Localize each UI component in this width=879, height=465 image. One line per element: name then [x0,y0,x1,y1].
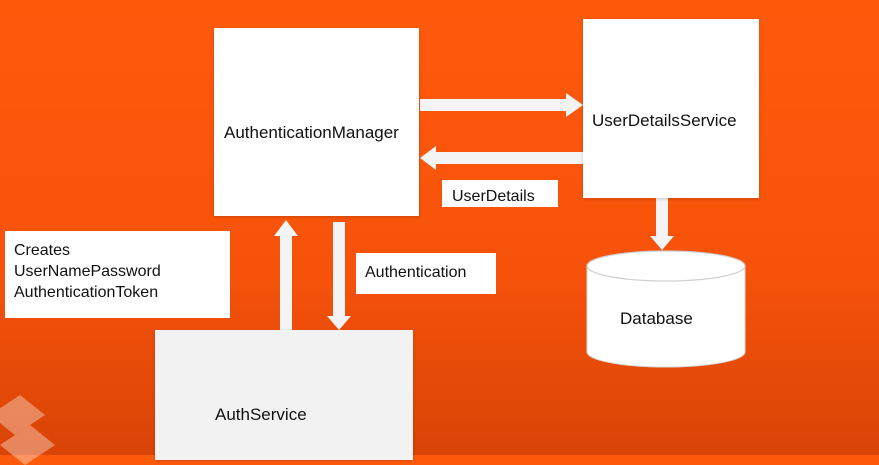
user-details-edge-label: UserDetails [442,180,558,207]
authentication-manager-node: AuthenticationManager [214,28,419,216]
database-cylinder-shape [586,250,746,368]
arrow-service-to-database [650,198,674,250]
user-details-service-node: UserDetailsService [583,19,759,198]
user-details-service-label: UserDetailsService [592,111,737,130]
creates-token-note-text: Creates UserNamePassword AuthenticationT… [14,240,161,303]
arrow-manager-to-service [420,93,583,117]
authentication-edge-label: Authentication [356,253,496,294]
note-line-2: UserNamePassword [14,263,161,280]
authentication-text: Authentication [365,264,467,281]
arrows-layer [274,93,674,330]
auth-service-label: AuthService [215,405,307,424]
arrow-manager-to-authservice [327,222,351,330]
auth-service-node: AuthService [155,330,413,460]
authentication-manager-label: AuthenticationManager [224,123,399,142]
database-node: Database [586,250,746,368]
note-line-1: Creates [14,242,71,259]
note-line-3: AuthenticationToken [14,284,159,301]
database-label: Database [620,309,693,328]
arrow-service-to-manager [420,146,583,170]
creates-token-note: Creates UserNamePassword AuthenticationT… [5,231,230,318]
arrow-authservice-to-manager [274,220,298,330]
user-details-text: UserDetails [452,188,535,205]
